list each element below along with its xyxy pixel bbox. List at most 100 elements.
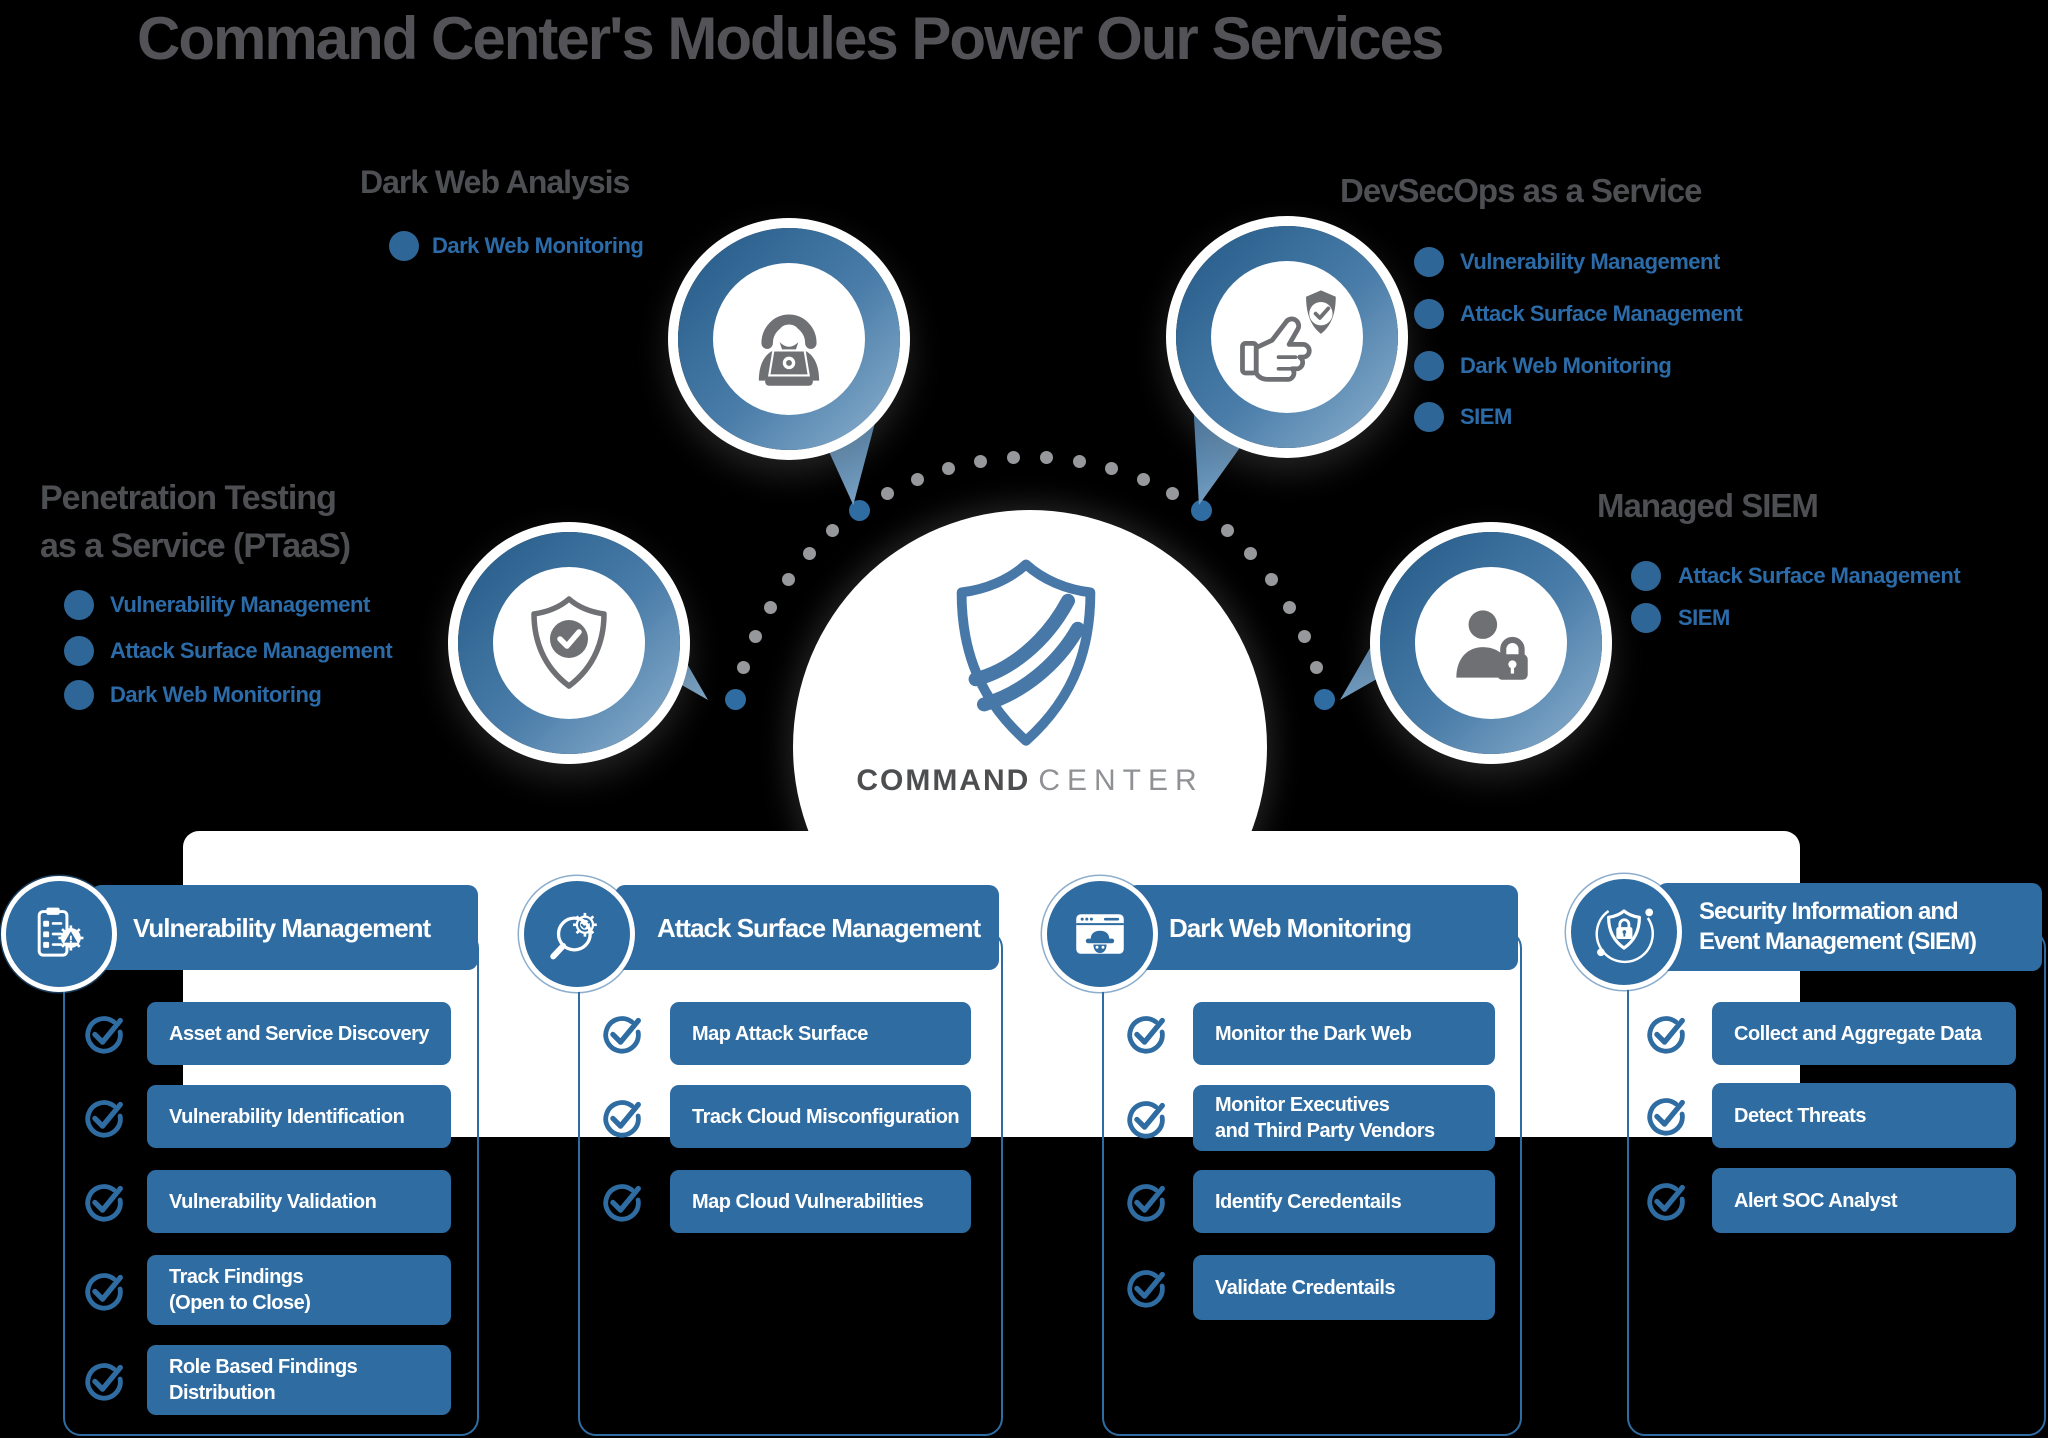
module-item: Monitor Executives and Third Party Vendo… [1193, 1085, 1495, 1151]
module-item: Vulnerability Validation [147, 1170, 451, 1233]
module-item: Detect Threats [1712, 1083, 2016, 1148]
bullet-dot [64, 680, 94, 710]
check-circle-icon [1123, 1178, 1169, 1224]
check-circle-icon [1643, 1010, 1689, 1056]
shield-padlock-orbit-icon [1589, 897, 1659, 967]
arc-dot [1105, 461, 1119, 475]
check-circle-icon [81, 1010, 127, 1056]
connector-dot [1190, 500, 1212, 521]
module-item: Identify Ceredentails [1193, 1170, 1495, 1233]
bullet-dot [1414, 247, 1444, 277]
bullet-dot [64, 636, 94, 666]
bullet-dot [64, 590, 94, 620]
callout-bullet-label: Attack Surface Management [110, 638, 393, 663]
connector-dot [848, 500, 870, 521]
arc-dot [748, 630, 762, 644]
speech-bubble-devsecops [1176, 226, 1398, 448]
arc-dot [1265, 573, 1279, 586]
bullet-dot [1414, 402, 1444, 432]
shield-swoosh-icon [940, 556, 1112, 752]
arc-dot [1136, 472, 1150, 486]
hooded-hacker-laptop-icon [737, 287, 841, 391]
arc-dot [1007, 451, 1020, 464]
wordmark-command: COMMAND [856, 764, 1031, 797]
callout-title-devsecops: DevSecOps as a Service [1340, 172, 1702, 209]
arc-dot [880, 486, 894, 500]
check-circle-icon [599, 1178, 645, 1224]
callout-title-ptaas: Penetration Testing as a Service (PTaaS) [40, 479, 351, 565]
check-circle-icon [1123, 1264, 1169, 1310]
check-circle-icon [81, 1267, 127, 1313]
module-badge [1042, 876, 1158, 992]
module-item: Asset and Service Discovery [147, 1002, 451, 1065]
magnifier-gear-check-icon [544, 901, 610, 967]
module-item: Map Attack Surface [670, 1002, 971, 1065]
browser-spy-icon [1067, 901, 1133, 967]
arc-dot [781, 573, 795, 586]
callout-bullet-label: Attack Surface Management [1678, 563, 1961, 588]
arc-dot [1283, 600, 1297, 614]
connector-dot [725, 689, 746, 711]
callout-bullet-label: Dark Web Monitoring [110, 682, 322, 707]
module-header-siem: Security Information and Event Managemen… [1657, 883, 2042, 971]
module-item: Alert SOC Analyst [1712, 1168, 2016, 1233]
module-item: Map Cloud Vulnerabilities [670, 1170, 971, 1233]
check-circle-icon [81, 1357, 127, 1403]
speech-bubble-ptaas [458, 532, 680, 754]
wordmark-center: CENTER [1038, 764, 1204, 797]
module-badge [1566, 874, 1682, 990]
check-circle-icon [1123, 1010, 1169, 1056]
module-item: Monitor the Dark Web [1193, 1002, 1495, 1065]
check-circle-icon [1643, 1092, 1689, 1138]
arc-dot [974, 454, 988, 468]
callout-bullet-label: Dark Web Monitoring [1460, 353, 1672, 378]
module-item: Track Cloud Misconfiguration [670, 1085, 971, 1148]
callout-bullet-label: Vulnerability Management [1460, 249, 1720, 274]
check-circle-icon [81, 1178, 127, 1224]
bullet-dot [389, 231, 419, 261]
module-header-dark-web-monitoring: Dark Web Monitoring [1127, 885, 1518, 970]
module-item: Role Based Findings Distribution [147, 1345, 451, 1415]
connector-dot [1314, 689, 1335, 711]
bullet-dot [1414, 299, 1444, 329]
bullet-dot [1414, 351, 1444, 381]
module-badge [1, 876, 117, 992]
arc-dot [1040, 451, 1053, 464]
bullet-dot [1631, 603, 1661, 633]
speech-bubble-managed-siem [1380, 532, 1602, 754]
callout-title-dark-web-analysis: Dark Web Analysis [360, 164, 630, 200]
arc-dot [1220, 524, 1234, 538]
arc-dot [1244, 547, 1258, 561]
bubble-inner-circle [493, 567, 645, 719]
callout-bullet-label: Attack Surface Management [1460, 301, 1743, 326]
bubble-inner-circle [1211, 261, 1363, 413]
bubble-inner-circle [1415, 567, 1567, 719]
module-item: Validate Credentails [1193, 1255, 1495, 1320]
check-circle-icon [1123, 1095, 1169, 1141]
arc-dot [941, 461, 955, 475]
arc-dot [910, 472, 924, 486]
thumbs-up-shield-icon [1234, 284, 1340, 390]
person-padlock-icon [1440, 592, 1542, 694]
module-header-vulnerability-management: Vulnerability Management [91, 885, 478, 970]
bullet-dot [1631, 561, 1661, 591]
modules-panel [183, 831, 1800, 1137]
arc-dot [1072, 454, 1086, 468]
module-item: Vulnerability Identification [147, 1085, 451, 1148]
module-badge [519, 876, 635, 992]
arc-dot [763, 600, 777, 614]
check-circle-icon [599, 1010, 645, 1056]
arc-dot [737, 661, 751, 675]
callout-title-managed-siem: Managed SIEM [1597, 487, 1819, 524]
page-title: Command Center's Modules Power Our Servi… [137, 5, 1444, 72]
speech-bubble-dark-web-analysis [678, 228, 900, 450]
bubble-inner-circle [713, 263, 865, 415]
arc-dot [1298, 630, 1312, 644]
check-circle-icon [81, 1094, 127, 1140]
callout-bullet-label: SIEM [1678, 605, 1730, 630]
clipboard-checklist-gear-icon [26, 901, 92, 967]
callout-bullet-label: Vulnerability Management [110, 592, 370, 617]
check-circle-icon [1643, 1177, 1689, 1223]
